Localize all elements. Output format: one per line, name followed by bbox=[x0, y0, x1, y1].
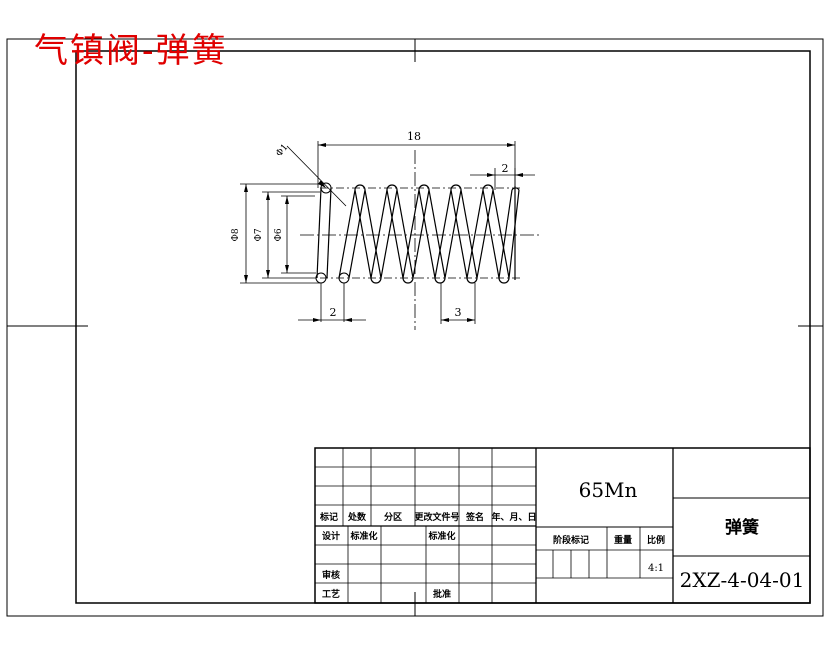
coil-top-arcs bbox=[354, 184, 520, 191]
dim-pitch-right-2: 2 bbox=[502, 162, 509, 175]
dim-dia-mid: Φ7 bbox=[254, 228, 264, 241]
dim-spacing-3: 3 bbox=[455, 306, 462, 319]
tb-stage-label: 阶段标记 bbox=[553, 534, 589, 546]
tb-review-label: 审核 bbox=[322, 569, 340, 581]
tb-standardization-label: 标准化 bbox=[427, 530, 455, 542]
tb-header-signature: 签名 bbox=[465, 511, 484, 523]
dimension-lines bbox=[240, 141, 535, 324]
end-coil-left-2 bbox=[326, 187, 332, 279]
dim-length-18: 18 bbox=[407, 130, 421, 143]
tb-design-std-label: 标准化 bbox=[349, 530, 377, 542]
coil-back-wires bbox=[348, 189, 520, 279]
centering-marks bbox=[7, 39, 823, 616]
tb-design-label: 设计 bbox=[322, 530, 340, 542]
coil-bottom-arcs bbox=[370, 277, 510, 284]
tb-header-zone: 分区 bbox=[384, 511, 402, 523]
dim-dia-outer: Φ8 bbox=[231, 228, 241, 241]
end-coil-left bbox=[316, 187, 322, 279]
tb-drawing-number: 2XZ-4-04-01 bbox=[680, 568, 805, 592]
tb-header-date: 年、月、日 bbox=[491, 511, 536, 523]
tb-scale-label: 比例 bbox=[647, 534, 665, 546]
tb-weight-label: 重量 bbox=[614, 534, 632, 546]
tb-material: 65Mn bbox=[579, 478, 638, 502]
dim-wire: Φ1 bbox=[274, 142, 290, 158]
tb-header-count: 处数 bbox=[347, 511, 367, 523]
dimension-arrows bbox=[244, 143, 523, 322]
tb-header-marker: 标记 bbox=[319, 511, 338, 523]
drawing-heading: 气镇阀-弹簧 bbox=[34, 31, 228, 71]
title-block bbox=[314, 447, 811, 604]
dim-end-left-2: 2 bbox=[330, 306, 337, 319]
tb-header-change-doc: 更改文件号 bbox=[414, 511, 459, 523]
tb-part-name: 弹簧 bbox=[725, 517, 759, 538]
tb-scale-value: 4:1 bbox=[648, 563, 664, 574]
tb-process-label: 工艺 bbox=[322, 588, 340, 600]
tb-approve-label: 批准 bbox=[433, 588, 451, 600]
spring-view bbox=[240, 141, 540, 330]
dim-dia-inner: Φ6 bbox=[274, 228, 284, 241]
coil-front-wires bbox=[338, 189, 513, 279]
